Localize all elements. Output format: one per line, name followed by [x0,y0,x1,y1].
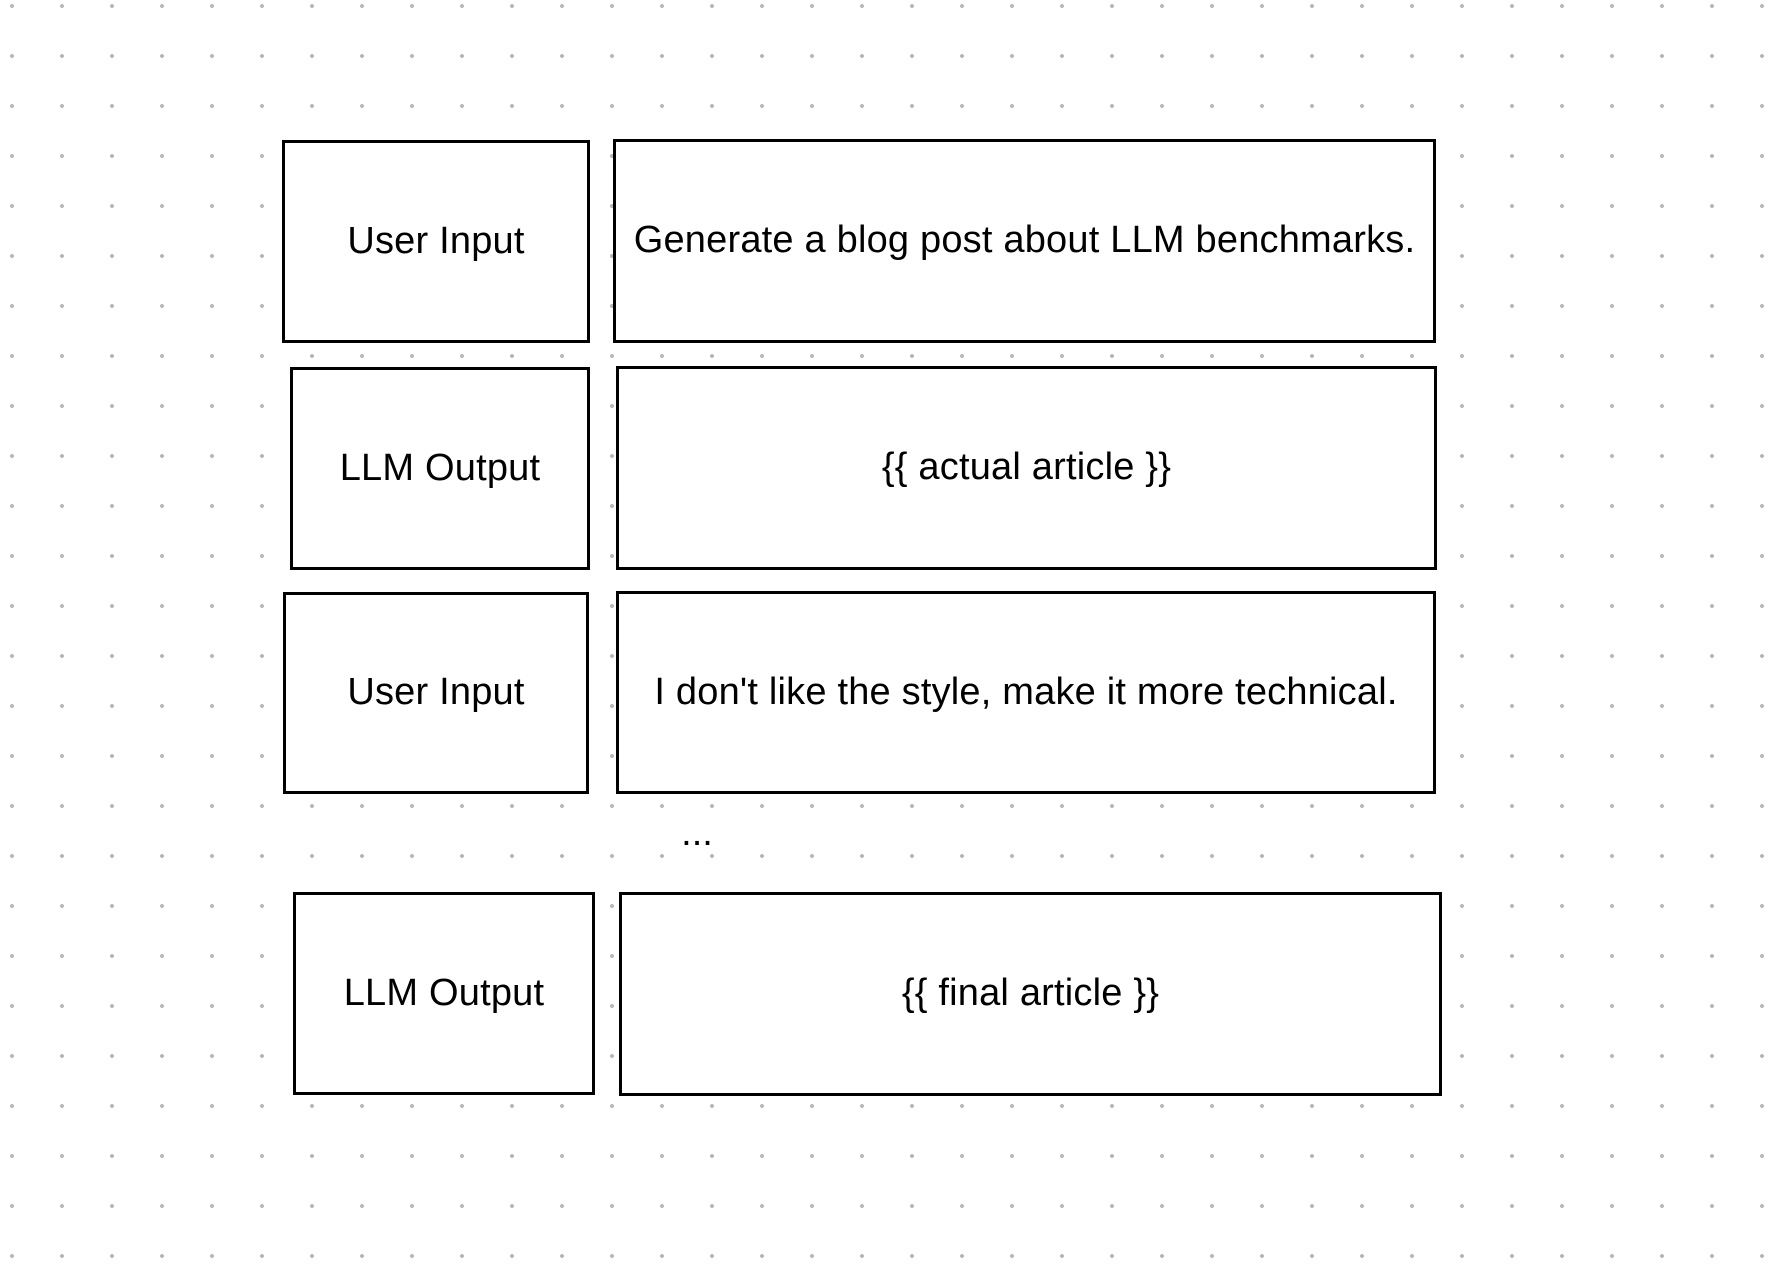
shape-message-1[interactable]: Generate a blog post about LLM benchmark… [613,139,1436,343]
shape-message-4[interactable]: {{ final article }} [619,892,1442,1096]
shape-user-input-1[interactable]: User Input [282,140,590,343]
shape-llm-output-1[interactable]: LLM Output [290,367,590,570]
shape-llm-output-1-label: LLM Output [339,446,541,489]
shape-message-4-text: {{ final article }} [901,972,1160,1015]
shape-message-1-text: Generate a blog post about LLM benchmark… [633,219,1416,262]
shape-llm-output-2-label: LLM Output [343,971,545,1014]
shape-user-input-2-label: User Input [347,671,525,714]
shape-user-input-2[interactable]: User Input [283,592,589,794]
ellipsis-text: ... [681,812,713,854]
shape-message-3[interactable]: I don't like the style, make it more tec… [616,591,1436,794]
shape-llm-output-2[interactable]: LLM Output [293,892,595,1095]
shape-message-3-text: I don't like the style, make it more tec… [654,670,1398,713]
shape-message-2-text: {{ actual article }} [881,446,1172,489]
shape-user-input-1-label: User Input [347,219,525,262]
shape-message-2[interactable]: {{ actual article }} [616,366,1437,570]
